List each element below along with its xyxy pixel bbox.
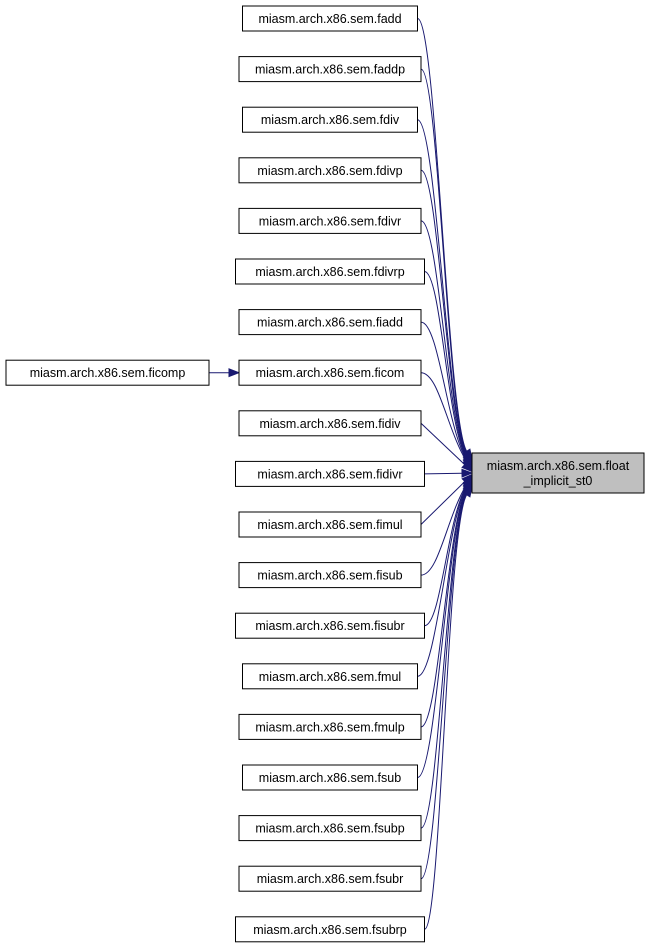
edge-fmulp bbox=[420, 488, 468, 728]
node-box bbox=[235, 916, 425, 943]
node-box bbox=[238, 207, 422, 234]
edge-fidivr bbox=[424, 472, 463, 475]
arrowhead-ficomp-to-ficom bbox=[228, 368, 241, 378]
node-label: miasm.arch.x86.sem.faddp bbox=[255, 63, 405, 77]
arrowhead-fsubrp bbox=[462, 485, 473, 498]
node-box bbox=[238, 713, 422, 740]
node-fdiv[interactable]: miasm.arch.x86.sem.fdiv bbox=[242, 106, 418, 133]
node-fsubp[interactable]: miasm.arch.x86.sem.fsubp bbox=[238, 815, 422, 842]
node-box bbox=[235, 460, 425, 487]
node-label: miasm.arch.x86.sem.fdivp bbox=[257, 164, 402, 178]
node-fiadd[interactable]: miasm.arch.x86.sem.fiadd bbox=[238, 309, 422, 336]
node-label: miasm.arch.x86.sem.fsub bbox=[259, 771, 401, 785]
node-fisubr[interactable]: miasm.arch.x86.sem.fisubr bbox=[235, 612, 425, 639]
node-float-implicit-st0[interactable]: miasm.arch.x86.sem.float_implicit_st0 bbox=[471, 452, 645, 494]
node-box bbox=[238, 157, 422, 184]
edge-fidiv bbox=[420, 422, 466, 466]
target-label-line2: _implicit_st0 bbox=[523, 474, 593, 488]
edge-fimul bbox=[420, 481, 466, 525]
edge-fisubr bbox=[424, 485, 468, 627]
node-box bbox=[238, 410, 422, 437]
node-label: miasm.arch.x86.sem.fsubr bbox=[257, 872, 404, 886]
edge-fisub bbox=[420, 484, 468, 576]
node-box bbox=[5, 359, 210, 386]
node-fadd[interactable]: miasm.arch.x86.sem.fadd bbox=[242, 5, 418, 32]
node-label: miasm.arch.x86.sem.fidivr bbox=[257, 467, 402, 481]
node-box bbox=[242, 106, 418, 133]
node-fsubr[interactable]: miasm.arch.x86.sem.fsubr bbox=[238, 865, 422, 892]
node-label: miasm.arch.x86.sem.fisub bbox=[257, 569, 402, 583]
node-label: miasm.arch.x86.sem.fiadd bbox=[257, 316, 403, 330]
node-fidiv[interactable]: miasm.arch.x86.sem.fidiv bbox=[238, 410, 422, 437]
node-box bbox=[242, 764, 418, 791]
node-fsubrp[interactable]: miasm.arch.x86.sem.fsubrp bbox=[235, 916, 425, 943]
edge-fdivp bbox=[420, 169, 468, 456]
node-box bbox=[238, 815, 422, 842]
node-fmul[interactable]: miasm.arch.x86.sem.fmul bbox=[242, 663, 418, 690]
node-box bbox=[238, 309, 422, 336]
node-ficom[interactable]: miasm.arch.x86.sem.ficom bbox=[238, 359, 422, 386]
node-label: miasm.arch.x86.sem.ficomp bbox=[30, 366, 186, 380]
edge-fdivrp bbox=[424, 271, 468, 459]
edge-faddp bbox=[420, 68, 468, 453]
edge-fsub bbox=[417, 490, 468, 778]
node-ficomp[interactable]: miasm.arch.x86.sem.ficomp bbox=[5, 359, 210, 386]
edge-fdivr bbox=[420, 220, 468, 458]
target-box bbox=[471, 452, 645, 494]
node-label: miasm.arch.x86.sem.fsubp bbox=[255, 822, 404, 836]
node-label: miasm.arch.x86.sem.fisubr bbox=[255, 619, 404, 633]
arrowhead-fidivr bbox=[461, 468, 474, 478]
node-box bbox=[238, 359, 422, 386]
edge-fsubp bbox=[420, 491, 468, 829]
node-box bbox=[242, 663, 418, 690]
edge-fdiv bbox=[417, 119, 468, 455]
edge-fiadd bbox=[420, 321, 468, 461]
node-label: miasm.arch.x86.sem.fdivr bbox=[259, 214, 401, 228]
node-fdivr[interactable]: miasm.arch.x86.sem.fdivr bbox=[238, 207, 422, 234]
node-box bbox=[235, 612, 425, 639]
node-box bbox=[235, 258, 425, 285]
node-box bbox=[238, 865, 422, 892]
edge-ficom bbox=[420, 372, 468, 462]
node-label: miasm.arch.x86.sem.fsubrp bbox=[253, 923, 407, 937]
node-fdivp[interactable]: miasm.arch.x86.sem.fdivp bbox=[238, 157, 422, 184]
call-nodes: miasm.arch.x86.sem.fadd miasm.arch.x86.se… bbox=[5, 5, 645, 943]
node-fidivr[interactable]: miasm.arch.x86.sem.fidivr bbox=[235, 460, 425, 487]
node-label: miasm.arch.x86.sem.fdivrp bbox=[255, 265, 404, 279]
edge-fsubrp bbox=[424, 494, 468, 930]
node-box bbox=[238, 562, 422, 589]
node-box bbox=[238, 511, 422, 538]
edge-fmul bbox=[417, 487, 468, 677]
arrowhead-fidiv bbox=[461, 461, 474, 473]
node-label: miasm.arch.x86.sem.fdiv bbox=[261, 113, 400, 127]
node-label: miasm.arch.x86.sem.fadd bbox=[258, 12, 401, 26]
node-label: miasm.arch.x86.sem.fidiv bbox=[259, 417, 401, 431]
node-fmulp[interactable]: miasm.arch.x86.sem.fmulp bbox=[238, 713, 422, 740]
edge-fsubr bbox=[420, 493, 468, 880]
node-fdivrp[interactable]: miasm.arch.x86.sem.fdivrp bbox=[235, 258, 425, 285]
node-fisub[interactable]: miasm.arch.x86.sem.fisub bbox=[238, 562, 422, 589]
node-label: miasm.arch.x86.sem.fmulp bbox=[255, 720, 404, 734]
node-fsub[interactable]: miasm.arch.x86.sem.fsub bbox=[242, 764, 418, 791]
node-faddp[interactable]: miasm.arch.x86.sem.faddp bbox=[238, 56, 422, 83]
node-label: miasm.arch.x86.sem.fmul bbox=[259, 670, 401, 684]
call-edges bbox=[209, 18, 474, 930]
node-box bbox=[242, 5, 418, 32]
node-fimul[interactable]: miasm.arch.x86.sem.fimul bbox=[238, 511, 422, 538]
node-box bbox=[238, 56, 422, 83]
target-label-line1: miasm.arch.x86.sem.float bbox=[487, 459, 630, 473]
node-label: miasm.arch.x86.sem.ficom bbox=[256, 366, 405, 380]
node-label: miasm.arch.x86.sem.fimul bbox=[257, 518, 402, 532]
